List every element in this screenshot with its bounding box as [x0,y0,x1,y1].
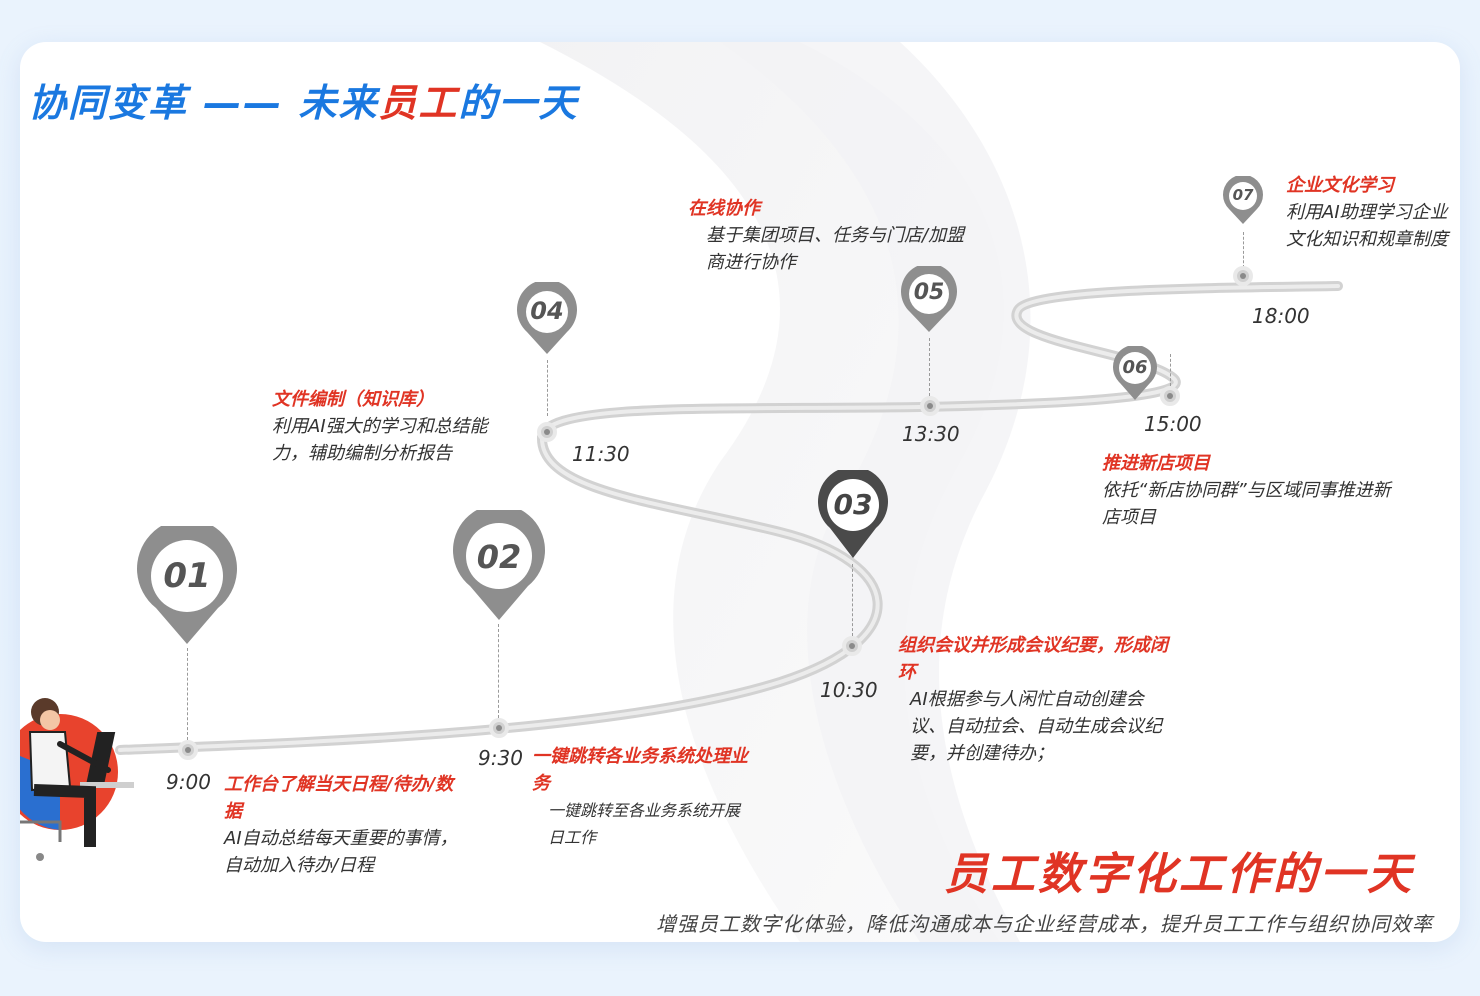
milestone-03-pin: 03 [818,470,888,560]
milestone-03-heading: 组织会议并形成会议纪要，形成闭环 [898,635,1168,683]
milestone-03-connector [852,564,853,636]
milestone-04-number: 04 [530,297,564,325]
milestone-06-dot [1160,386,1180,406]
milestone-05-pin: 05 [900,266,958,334]
milestone-07-pin: 07 [1222,176,1264,226]
milestone-03-label: 组织会议并形成会议纪要，形成闭环 AI根据参与人闲忙自动创建会议、自动拉会、自动… [898,632,1168,767]
milestone-07-desc: 利用AI助理学习企业文化知识和规章制度 [1286,202,1448,250]
milestone-01-pin: 01 [136,526,238,646]
milestone-06-time: 15:00 [1144,412,1202,436]
milestone-04-dot [537,422,557,442]
milestone-02-pin: 02 [452,510,546,622]
milestone-04-desc: 利用AI强大的学习和总结能力，辅助编制分析报告 [272,416,488,464]
milestone-02-time: 9:30 [478,746,523,770]
milestone-04-connector [547,360,548,416]
milestone-02-dot [489,718,509,738]
milestone-07-time: 18:00 [1252,304,1310,328]
milestone-01-desc: AI自动总结每天重要的事情，自动加入待办/日程 [224,828,458,876]
milestone-02-desc: 一键跳转至各业务系统开展日工作 [548,801,741,847]
milestone-06-desc: 依托“新店协同群”与区域同事推进新店项目 [1102,480,1391,528]
milestone-06-connector [1170,354,1171,386]
milestone-05-connector [929,338,930,396]
milestone-05-desc: 基于集团项目、任务与门店/加盟商进行协作 [706,225,965,273]
title-part-2: 员工 [378,81,459,125]
milestone-04-pin: 04 [516,282,578,356]
milestone-01-label: 工作台了解当天日程/待办/数据 AI自动总结每天重要的事情，自动加入待办/日程 [224,771,460,879]
milestone-03-time: 10:30 [820,678,878,702]
milestone-07-number: 07 [1232,186,1254,204]
milestone-03-dot [842,636,862,656]
milestone-07-dot [1233,266,1253,286]
milestone-03-desc: AI根据参与人闲忙自动创建会议、自动拉会、自动生成会议纪要，并创建待办； [910,689,1162,764]
milestone-05-number: 05 [913,280,945,305]
summary-text: 增强员工数字化体验，降低沟通成本与企业经营成本，提升员工工作与组织协同效率 [656,912,1433,936]
milestone-05-heading: 在线协作 [688,198,760,219]
milestone-06-heading: 推进新店项目 [1102,453,1210,474]
milestone-02-label: 一键跳转各业务系统处理业务 一键跳转至各业务系统开展日工作 [532,743,752,851]
milestone-02-connector [498,624,499,718]
worker-illustration [20,698,134,861]
milestone-01-number: 01 [163,556,211,596]
title-part-3: 的一天 [458,81,579,125]
milestone-06-pin: 06 [1112,346,1158,402]
milestone-07-connector [1243,232,1244,268]
milestone-04-heading: 文件编制（知识库） [272,389,434,410]
milestone-01-connector [187,648,188,740]
milestone-05-label: 在线协作 基于集团项目、任务与门店/加盟商进行协作 [688,195,968,276]
title-part-1: 协同变革 —— 未来 [28,81,379,125]
milestone-01-dot [178,740,198,760]
milestone-04-label: 文件编制（知识库） 利用AI强大的学习和总结能力，辅助编制分析报告 [272,386,518,467]
milestone-05-dot [920,396,940,416]
summary-heading: 员工数字化工作的一天 [944,849,1414,900]
milestone-01-time: 9:00 [166,770,211,794]
milestone-06-label: 推进新店项目 依托“新店协同群”与区域同事推进新店项目 [1102,450,1402,531]
milestone-04-time: 11:30 [572,442,630,466]
page-title: 协同变革 —— 未来员工的一天 [28,72,579,127]
milestone-07-label: 企业文化学习 利用AI助理学习企业文化知识和规章制度 [1286,172,1460,253]
slide: 协同变革 —— 未来员工的一天 01 9:00 工作台了解当天日程/待办/数据 … [20,42,1460,942]
milestone-02-heading: 一键跳转各业务系统处理业务 [532,746,748,794]
milestone-06-number: 06 [1122,357,1148,378]
milestone-05-time: 13:30 [902,422,960,446]
milestone-03-number: 03 [833,488,873,521]
milestone-02-number: 02 [476,538,522,576]
milestone-01-heading: 工作台了解当天日程/待办/数据 [224,774,454,822]
milestone-07-heading: 企业文化学习 [1286,175,1394,196]
timeline-route [115,281,1343,755]
